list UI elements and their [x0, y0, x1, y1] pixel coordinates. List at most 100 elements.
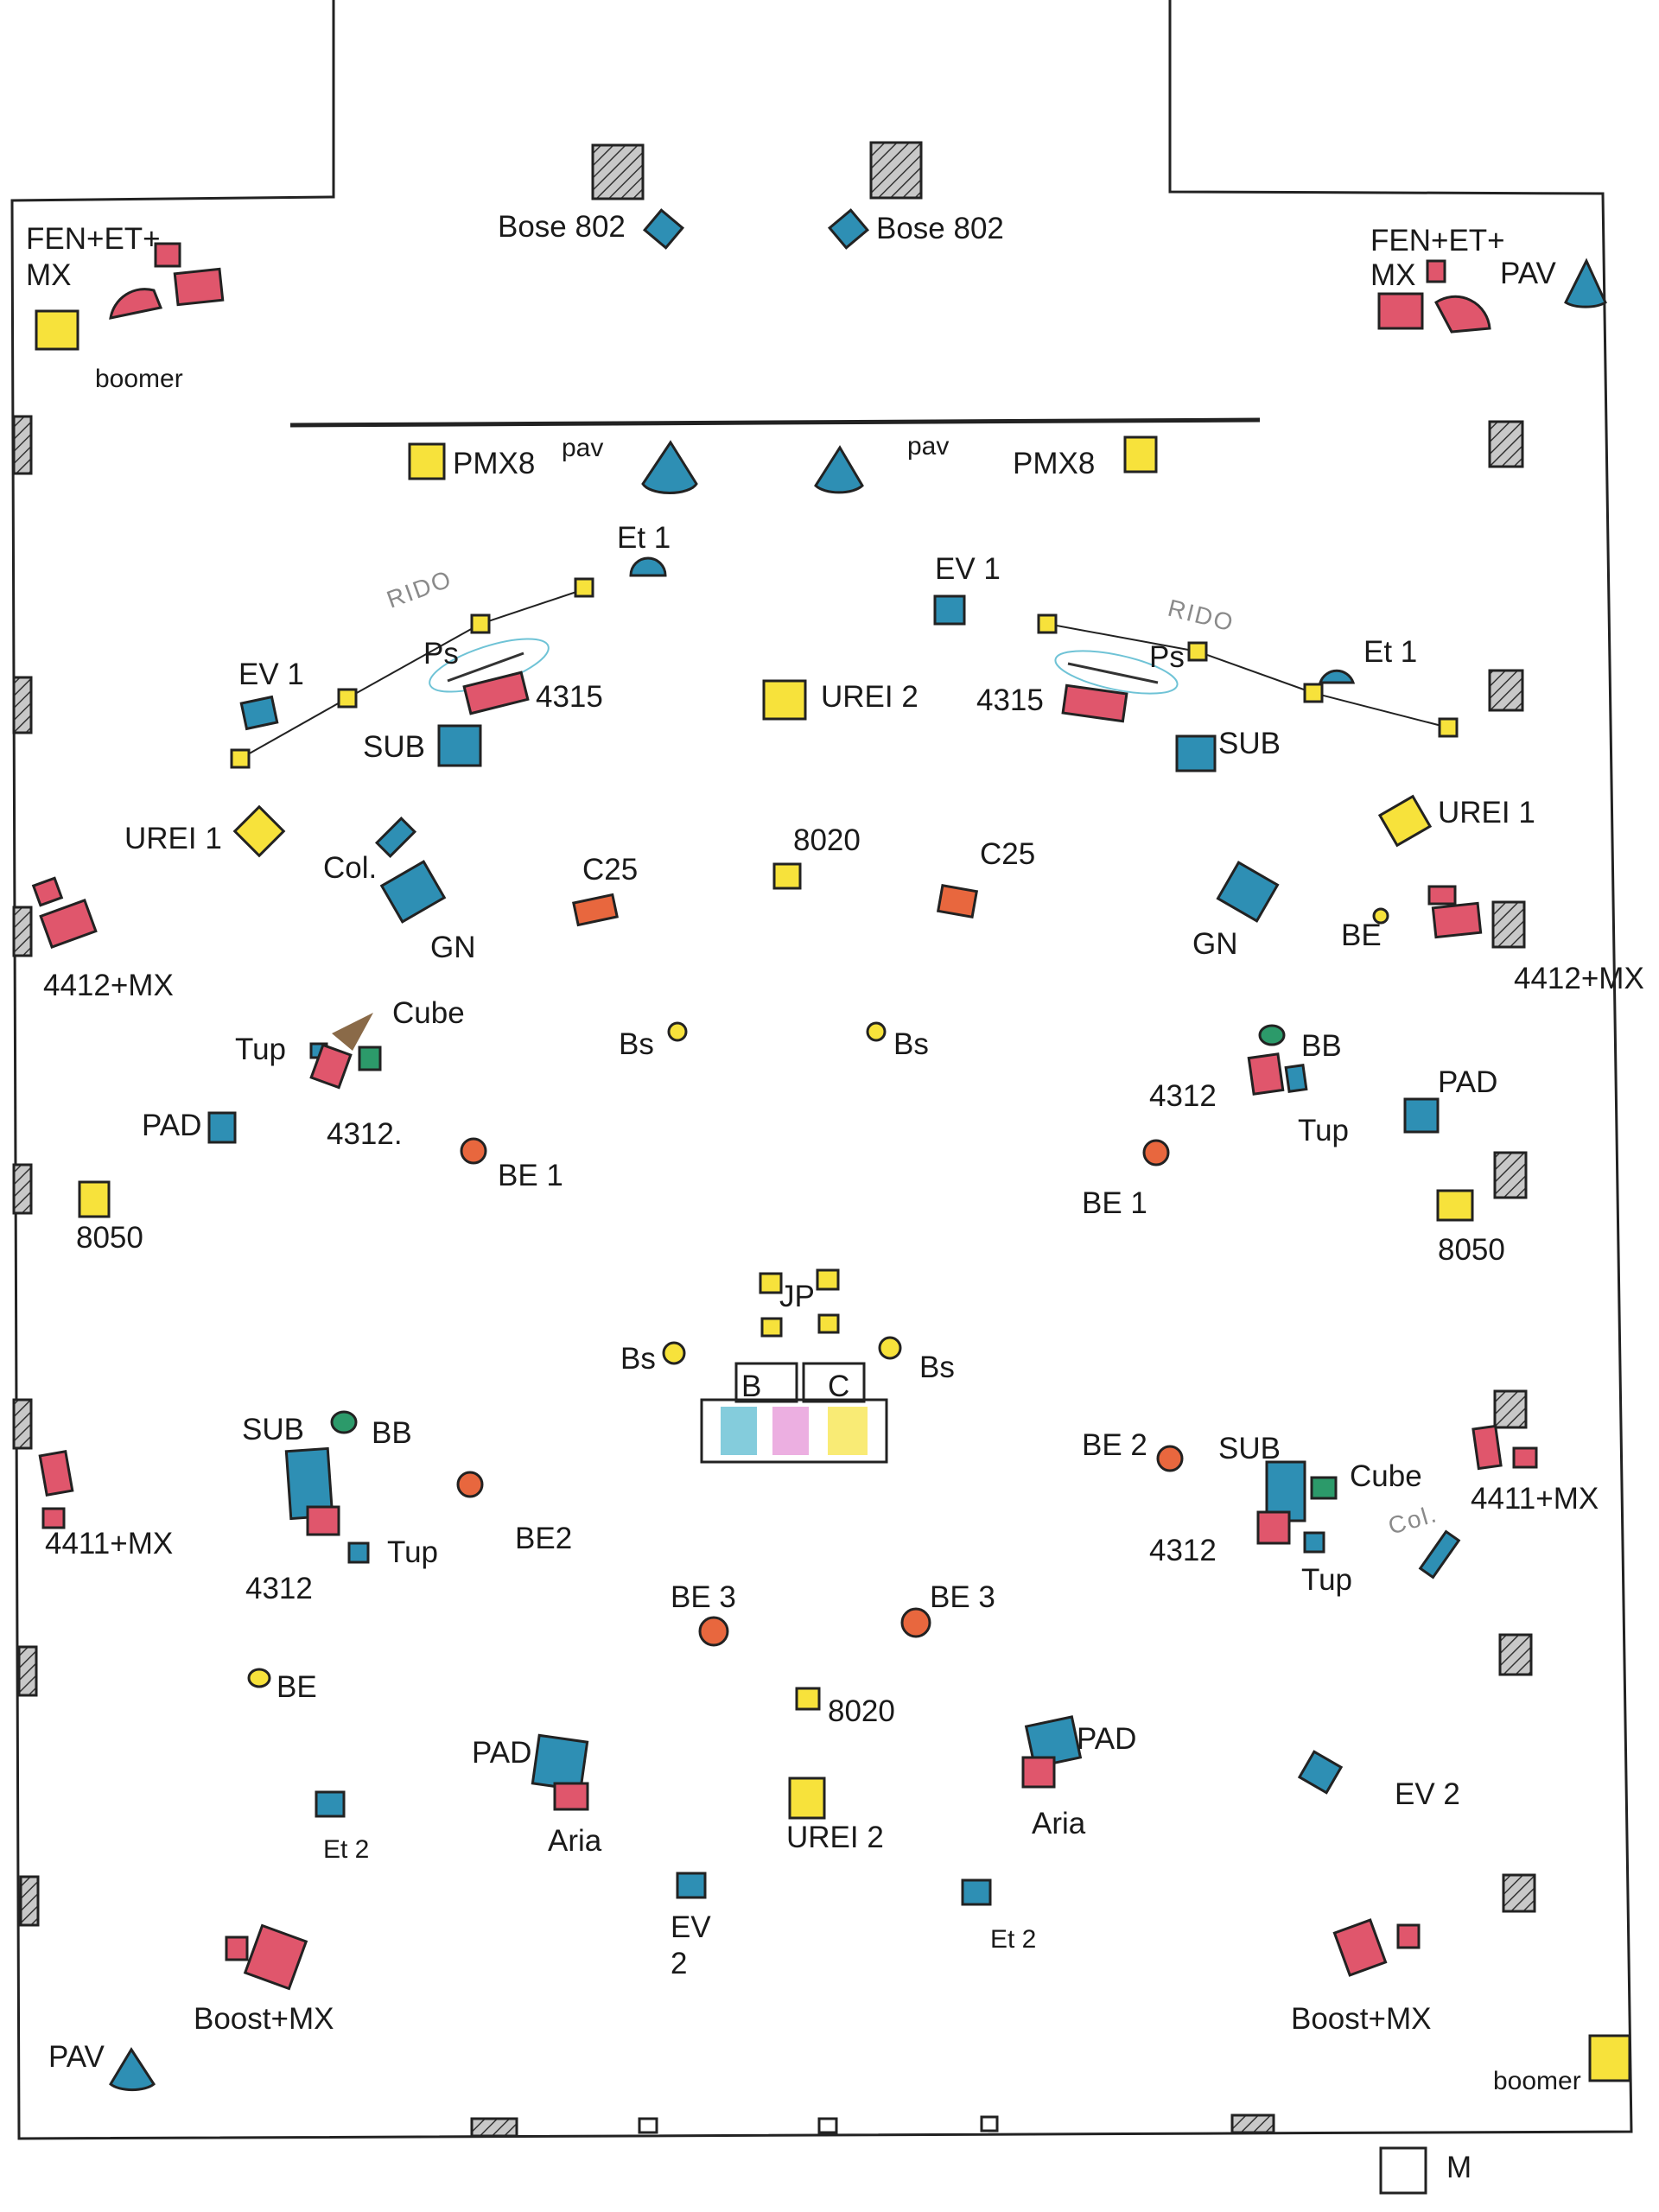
label: 4315	[536, 680, 603, 714]
label: Bs	[919, 1351, 955, 1384]
bs-dot	[866, 1021, 887, 1042]
column-pillar	[1493, 1389, 1528, 1429]
col-speaker	[1418, 1529, 1461, 1580]
bs-dot	[878, 1336, 902, 1360]
label: 2	[671, 1947, 687, 1980]
4411-speaker	[41, 1507, 66, 1529]
rido-anchor	[1303, 683, 1324, 703]
label: MX	[1370, 258, 1416, 292]
label: RIDO	[383, 565, 455, 613]
boomer-sub	[35, 309, 79, 351]
label: UREI 1	[124, 822, 222, 855]
cube-speaker	[332, 1013, 373, 1051]
boost-speaker	[243, 1923, 308, 1991]
rido-anchor	[1037, 613, 1058, 634]
urei2-speaker	[762, 679, 807, 721]
label: PAD	[142, 1109, 201, 1142]
label: Bs	[619, 1027, 654, 1061]
column-pillar	[869, 141, 923, 200]
bs-dot	[667, 1021, 688, 1042]
label: Cube	[392, 996, 465, 1030]
label: pav	[907, 432, 949, 461]
rido-anchor	[1187, 641, 1208, 662]
fen-speaker	[1377, 292, 1424, 330]
room-walls	[10, 0, 1633, 2140]
c25-speaker	[936, 884, 979, 918]
m-box	[1379, 2146, 1427, 2195]
bose-802-speaker	[642, 208, 685, 250]
label: RIDO	[1166, 594, 1237, 637]
label: SUB	[363, 730, 425, 764]
label: 4412+MX	[1514, 962, 1644, 995]
column-pillar	[591, 143, 645, 200]
pav-cone	[641, 440, 698, 495]
column-pillar	[817, 2117, 838, 2134]
desk-cyan-zone	[721, 1407, 757, 1455]
sub-speaker	[437, 724, 482, 767]
urei1-speaker	[232, 804, 286, 858]
label: Col.	[323, 851, 377, 885]
bose-802-speaker	[827, 208, 870, 250]
ev1-speaker	[933, 594, 966, 626]
label: EV 1	[238, 658, 304, 691]
label: Tup	[387, 1535, 438, 1569]
jp-speaker	[817, 1313, 840, 1334]
fen-half-circle	[1434, 295, 1491, 334]
label: SUB	[242, 1413, 304, 1446]
fen-speaker	[173, 267, 225, 307]
label: Cube	[1350, 1459, 1422, 1493]
urei1-speaker	[1377, 794, 1433, 848]
boomer-sub	[1588, 2034, 1631, 2082]
label: FEN+ET+	[1370, 224, 1505, 257]
label: Boost+MX	[1291, 2002, 1431, 2036]
4312-speaker	[1247, 1052, 1285, 1096]
column-pillar	[19, 1875, 40, 1927]
be3-speaker	[698, 1616, 729, 1647]
ev2-speaker	[676, 1872, 707, 1899]
be1-speaker	[460, 1137, 487, 1165]
cube-speaker	[358, 1046, 382, 1071]
boost-speaker	[1396, 1923, 1421, 1949]
aria-speaker	[1021, 1756, 1056, 1789]
aria-speaker	[553, 1782, 589, 1811]
label: 4411+MX	[1471, 1482, 1599, 1516]
8050-speaker	[78, 1180, 111, 1218]
label: Et 1	[1363, 635, 1417, 669]
4312-speaker	[306, 1505, 340, 1536]
pad-speaker	[1024, 1715, 1083, 1769]
label: Ps	[1149, 640, 1185, 674]
column-pillar	[1498, 1633, 1533, 1676]
4312-speaker	[1256, 1510, 1291, 1545]
label: PAD	[1077, 1722, 1136, 1756]
rido-anchor	[1438, 717, 1459, 738]
label: Bose 802	[876, 212, 1004, 245]
desk-yellow-zone	[828, 1407, 868, 1455]
4411-speaker	[38, 1450, 74, 1497]
label: 8020	[793, 823, 861, 857]
label: Ps	[423, 637, 459, 671]
label: 8020	[828, 1694, 895, 1728]
column-pillar	[12, 1398, 33, 1450]
4315-speaker	[1061, 683, 1128, 723]
be-dot	[247, 1668, 271, 1688]
label: 8050	[1438, 1233, 1505, 1267]
label: PAD	[1438, 1065, 1497, 1099]
fen-speaker	[154, 242, 181, 268]
equipment	[31, 208, 1631, 2195]
label: PMX8	[453, 447, 535, 480]
label: FEN+ET+	[26, 222, 161, 256]
column-pillar	[12, 906, 33, 957]
label: boomer	[95, 365, 183, 393]
wall-columns	[12, 141, 1536, 2138]
mixing-desk	[700, 1398, 888, 1464]
label: boomer	[1493, 2067, 1581, 2095]
rido-line-left	[239, 588, 585, 760]
desk-c	[802, 1362, 866, 1403]
col-speaker	[374, 816, 417, 859]
ev2-speaker	[1297, 1750, 1344, 1795]
label: BE	[1341, 918, 1382, 952]
label: Aria	[1032, 1807, 1086, 1840]
label: 4315	[976, 683, 1044, 717]
bb-speaker	[330, 1410, 358, 1434]
